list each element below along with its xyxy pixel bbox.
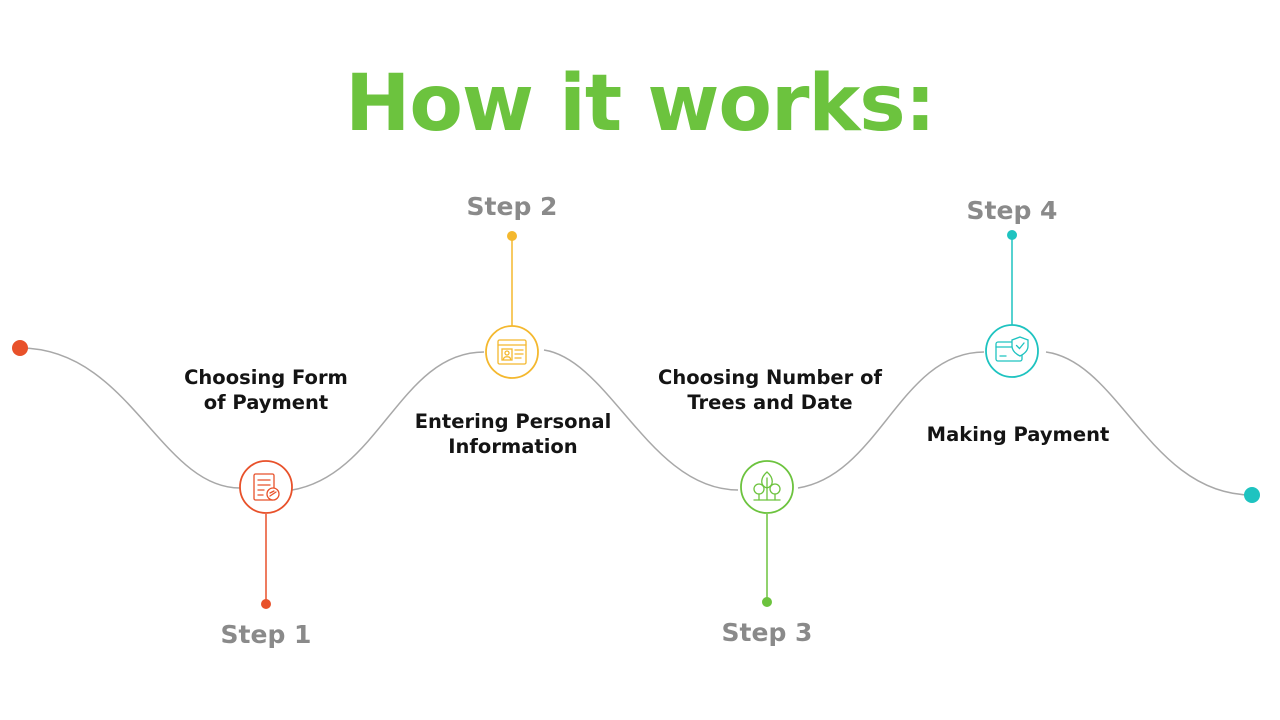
step-2-dot: [507, 231, 517, 241]
step-2-marker: [485, 231, 539, 379]
payment-form-icon: [253, 473, 280, 501]
step-1-description: Choosing Form of Payment: [184, 366, 348, 414]
step-4-ring: [985, 324, 1039, 378]
step-1-label: Step 1: [220, 620, 312, 649]
step-4-label: Step 4: [966, 196, 1058, 225]
step-4-description: Making Payment: [926, 423, 1110, 446]
secure-card-icon: [995, 336, 1029, 362]
end-dot: [1244, 487, 1260, 503]
step-3-label: Step 3: [721, 618, 813, 647]
step-2-label: Step 2: [466, 192, 558, 221]
step-1-ring: [239, 460, 293, 514]
step-1-dot: [261, 599, 271, 609]
flow-path: [19, 347, 1253, 496]
step-3-marker: [740, 460, 794, 607]
trees-icon: [753, 471, 781, 501]
step-2-description: Entering Personal Information: [414, 410, 612, 458]
step-3-description: Choosing Number of Trees and Date: [658, 366, 882, 414]
step-4-dot: [1007, 230, 1017, 240]
start-dot: [12, 340, 28, 356]
step-1-marker: [239, 460, 293, 609]
page-title: How it works:: [345, 59, 936, 149]
step-4-marker: [985, 230, 1039, 378]
step-3-dot: [762, 597, 772, 607]
id-card-icon: [497, 339, 527, 365]
